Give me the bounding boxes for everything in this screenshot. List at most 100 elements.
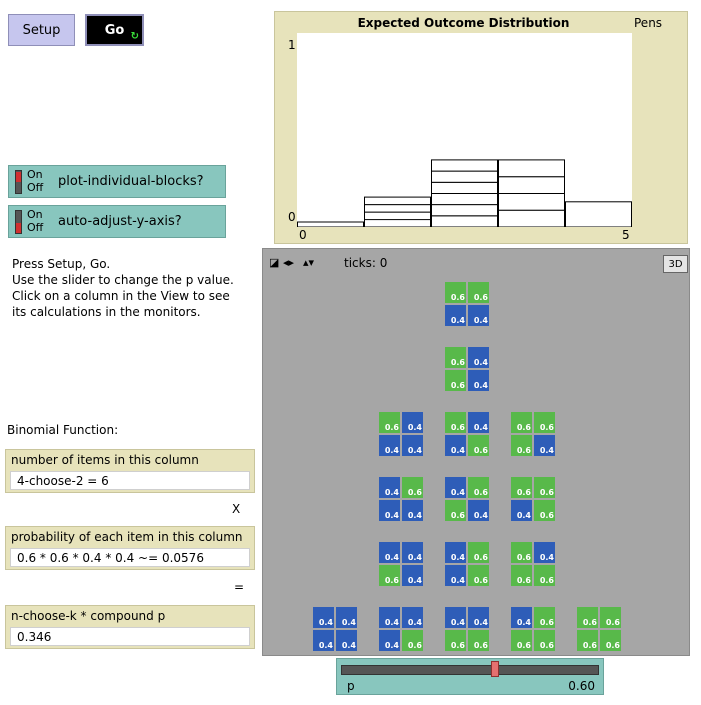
block-cell: 0.4 <box>313 630 334 651</box>
block-cell: 0.6 <box>534 412 555 433</box>
plot-y-max-label: 1 <box>288 38 296 52</box>
block-cell: 0.6 <box>534 565 555 586</box>
block-cell: 0.6 <box>445 412 466 433</box>
plot-bar-block <box>431 192 498 206</box>
plot-bar-block <box>297 221 364 227</box>
plot-bar-block <box>498 159 565 178</box>
block-cell: 0.4 <box>468 370 489 391</box>
block-cell: 0.4 <box>445 565 466 586</box>
block-cell: 0.6 <box>511 565 532 586</box>
switch-knob[interactable] <box>16 172 21 182</box>
block-cell: 0.6 <box>468 282 489 303</box>
plot-bar-block <box>431 170 498 183</box>
p-slider[interactable]: p 0.60 <box>336 658 604 695</box>
block-cell: 0.4 <box>511 607 532 628</box>
block-cell: 0.6 <box>445 282 466 303</box>
block-cell: 0.4 <box>379 630 400 651</box>
setup-button[interactable]: Setup <box>8 14 75 46</box>
block-cell: 0.6 <box>600 607 621 628</box>
left-right-arrows-icon[interactable]: ◂▸ <box>283 256 295 269</box>
up-down-arrows-icon[interactable]: ▴▾ <box>303 256 315 269</box>
slider-knob[interactable] <box>491 661 499 677</box>
block-cell: 0.6 <box>468 477 489 498</box>
plot-bar-block <box>364 211 431 221</box>
block-cell: 0.6 <box>445 500 466 521</box>
plot-x-max-label: 5 <box>622 228 630 242</box>
block-cell: 0.6 <box>379 412 400 433</box>
block-cell: 0.6 <box>402 630 423 651</box>
view-size-icon[interactable]: ◪ <box>269 256 280 269</box>
monitor-label: probability of each item in this column <box>11 530 243 544</box>
auto-adjust-y-axis-switch[interactable]: On Off auto-adjust-y-axis? <box>8 205 226 238</box>
switch-on-label: On <box>27 208 43 221</box>
distribution-plot[interactable]: Expected Outcome Distribution Pens 1 0 0… <box>274 11 688 244</box>
info-line: Press Setup, Go. <box>12 257 111 271</box>
block-cell: 0.4 <box>402 542 423 563</box>
switch-on-label: On <box>27 168 43 181</box>
binomial-function-label: Binomial Function: <box>7 423 119 437</box>
block-cell: 0.4 <box>468 347 489 368</box>
block-cell: 0.6 <box>577 630 598 651</box>
block-cell: 0.6 <box>534 477 555 498</box>
plot-area <box>297 33 632 227</box>
block-cell: 0.4 <box>468 412 489 433</box>
setup-button-label: Setup <box>22 22 61 38</box>
block-cell: 0.6 <box>468 565 489 586</box>
slider-label: p <box>347 679 355 693</box>
ticks-counter: ticks: 0 <box>344 256 388 270</box>
switch-off-label: Off <box>27 181 44 194</box>
block-cell: 0.6 <box>534 607 555 628</box>
plot-bar-block <box>364 204 431 213</box>
forever-icon: ↻ <box>130 31 139 42</box>
block-cell: 0.4 <box>402 500 423 521</box>
slider-track[interactable] <box>341 665 599 675</box>
plot-x-min-label: 0 <box>299 228 307 242</box>
monitor-label: n-choose-k * compound p <box>11 609 166 623</box>
monitor-value: 4-choose-2 = 6 <box>10 471 250 490</box>
plot-y-min-label: 0 <box>288 210 296 224</box>
block-cell: 0.4 <box>445 305 466 326</box>
equals-operator: = <box>234 580 245 594</box>
block-cell: 0.4 <box>379 500 400 521</box>
info-line: Use the slider to change the p value. <box>12 273 234 287</box>
3d-button[interactable]: 3D <box>663 255 688 273</box>
switch-track[interactable] <box>15 170 22 194</box>
block-cell: 0.6 <box>511 412 532 433</box>
plot-individual-blocks-switch[interactable]: On Off plot-individual-blocks? <box>8 165 226 198</box>
block-cell: 0.6 <box>577 607 598 628</box>
block-cell: 0.6 <box>511 477 532 498</box>
switch-knob[interactable] <box>16 223 21 233</box>
go-button[interactable]: Go ↻ <box>85 14 144 46</box>
block-cell: 0.4 <box>468 607 489 628</box>
plot-bar-block <box>431 215 498 227</box>
monitor-items-count: number of items in this column 4-choose-… <box>5 449 255 493</box>
switch-label: auto-adjust-y-axis? <box>58 214 182 229</box>
monitor-label: number of items in this column <box>11 453 199 467</box>
block-cell: 0.4 <box>402 435 423 456</box>
plot-bar-block <box>431 204 498 217</box>
plot-pens-label[interactable]: Pens <box>634 16 663 30</box>
block-cell: 0.4 <box>402 565 423 586</box>
plot-bar-block <box>364 219 431 227</box>
block-cell: 0.6 <box>534 500 555 521</box>
block-cell: 0.6 <box>511 435 532 456</box>
block-cell: 0.4 <box>336 607 357 628</box>
switch-track[interactable] <box>15 210 22 234</box>
